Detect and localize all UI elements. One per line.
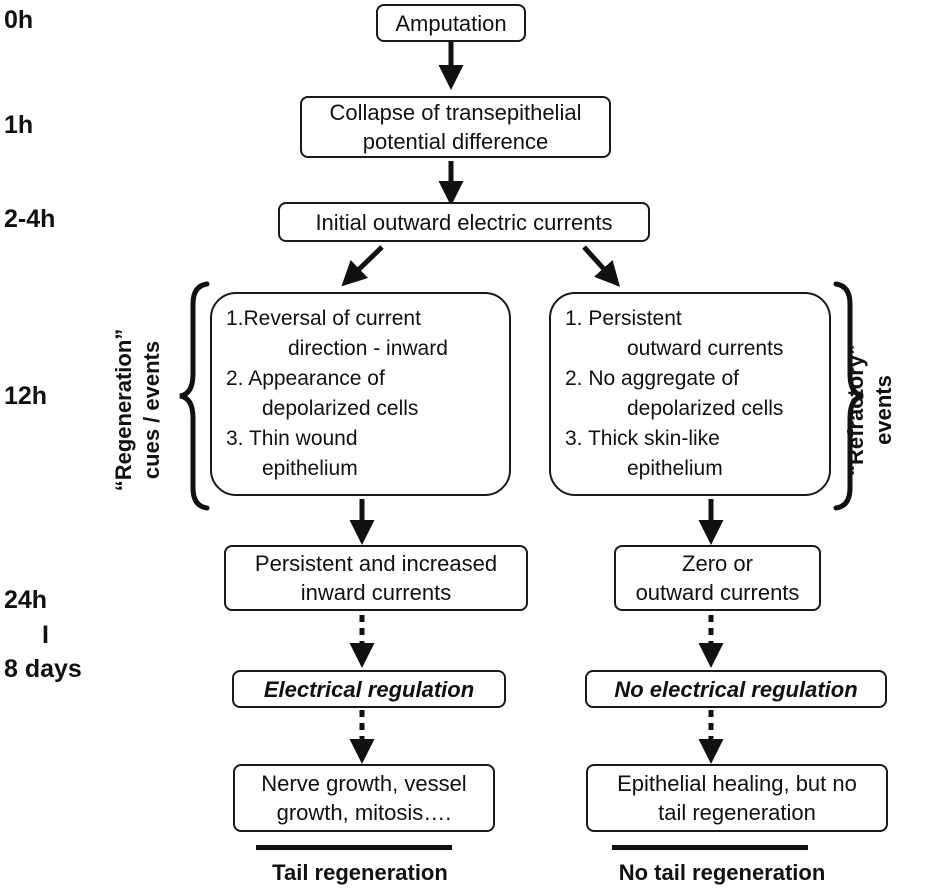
- time-label-24h: 24h: [4, 586, 48, 614]
- right-result-box: Epithelial healing, but no tail regenera…: [586, 764, 888, 832]
- refractory-event-3-cont: epithelium: [627, 457, 723, 480]
- step-collapse-line1: Collapse of transepithelial: [329, 100, 582, 125]
- refractory-event-1: 1. Persistent: [565, 307, 682, 330]
- right-outcome-bar: [612, 845, 808, 850]
- right-outcome-label: No tail regeneration: [618, 860, 826, 885]
- no-electrical-regulation-box: No electrical regulation: [585, 670, 887, 708]
- regeneration-event-3: 3. Thin wound: [226, 427, 358, 450]
- refractory-events-box: 1. Persistent outward currents 2. No agg…: [549, 292, 831, 496]
- right-currents-box: Zero or outward currents: [614, 545, 821, 611]
- refractory-event-2: 2. No aggregate of: [565, 367, 739, 390]
- regeneration-event-1-cont: direction - inward: [288, 337, 448, 360]
- step-collapse: Collapse of transepithelial potential di…: [300, 96, 611, 158]
- left-result-line2: growth, mitosis….: [276, 800, 452, 825]
- regeneration-cues-line1: “Regeneration”: [111, 328, 136, 492]
- right-currents-line1: Zero or: [682, 551, 753, 576]
- time-label-2-4h: 2-4h: [4, 205, 56, 233]
- refractory-event-1-cont: outward currents: [627, 337, 784, 360]
- electrical-regulation-text: Electrical regulation: [263, 676, 475, 702]
- time-label-8-days: 8 days: [4, 655, 82, 683]
- left-result-line1: Nerve growth, vessel: [261, 771, 467, 796]
- refractory-events-label: “Refractory” events: [842, 310, 898, 510]
- refractory-event-2-cont: depolarized cells: [627, 397, 784, 420]
- time-label-12h: 12h: [4, 382, 48, 410]
- regeneration-events-box: 1.Reversal of current direction - inward…: [210, 292, 511, 496]
- left-outcome-bar: [256, 845, 452, 850]
- step-collapse-line2: potential difference: [362, 129, 549, 154]
- regeneration-event-3-cont: epithelium: [262, 457, 358, 480]
- left-outcome-label: Tail regeneration: [272, 860, 448, 885]
- step-amputation-text: Amputation: [395, 10, 507, 36]
- left-currents-box: Persistent and increased inward currents: [224, 545, 528, 611]
- refractory-events-line1: “Refractory”: [843, 343, 868, 477]
- left-currents-line2: inward currents: [300, 580, 452, 605]
- step-amputation: Amputation: [376, 4, 526, 42]
- right-result-line1: Epithelial healing, but no: [617, 771, 857, 796]
- right-currents-line2: outward currents: [635, 580, 800, 605]
- regeneration-cues-line2: cues / events: [139, 340, 164, 480]
- step-initial-currents: Initial outward electric currents: [278, 202, 650, 242]
- regeneration-event-2: 2. Appearance of: [226, 367, 385, 390]
- arrow-initial-to-left: [341, 245, 384, 287]
- regeneration-event-1: 1.Reversal of current: [226, 307, 421, 330]
- time-label-separator: I: [42, 621, 49, 649]
- electrical-regulation-box: Electrical regulation: [232, 670, 506, 708]
- arrow-initial-to-right: [582, 245, 621, 287]
- no-electrical-regulation-text: No electrical regulation: [614, 676, 858, 702]
- refractory-events-line2: events: [871, 375, 896, 445]
- right-brace: [833, 281, 864, 511]
- step-initial-currents-text: Initial outward electric currents: [315, 209, 613, 235]
- time-label-1h: 1h: [4, 111, 34, 139]
- regeneration-cues-label: “Regeneration” cues / events: [110, 285, 166, 535]
- refractory-event-3: 3. Thick skin-like: [565, 427, 720, 450]
- left-currents-line1: Persistent and increased: [254, 551, 498, 576]
- time-label-0h: 0h: [4, 6, 34, 34]
- right-result-line2: tail regeneration: [658, 800, 816, 825]
- left-brace: [179, 281, 210, 511]
- left-result-box: Nerve growth, vessel growth, mitosis….: [233, 764, 495, 832]
- regeneration-event-2-cont: depolarized cells: [262, 397, 419, 420]
